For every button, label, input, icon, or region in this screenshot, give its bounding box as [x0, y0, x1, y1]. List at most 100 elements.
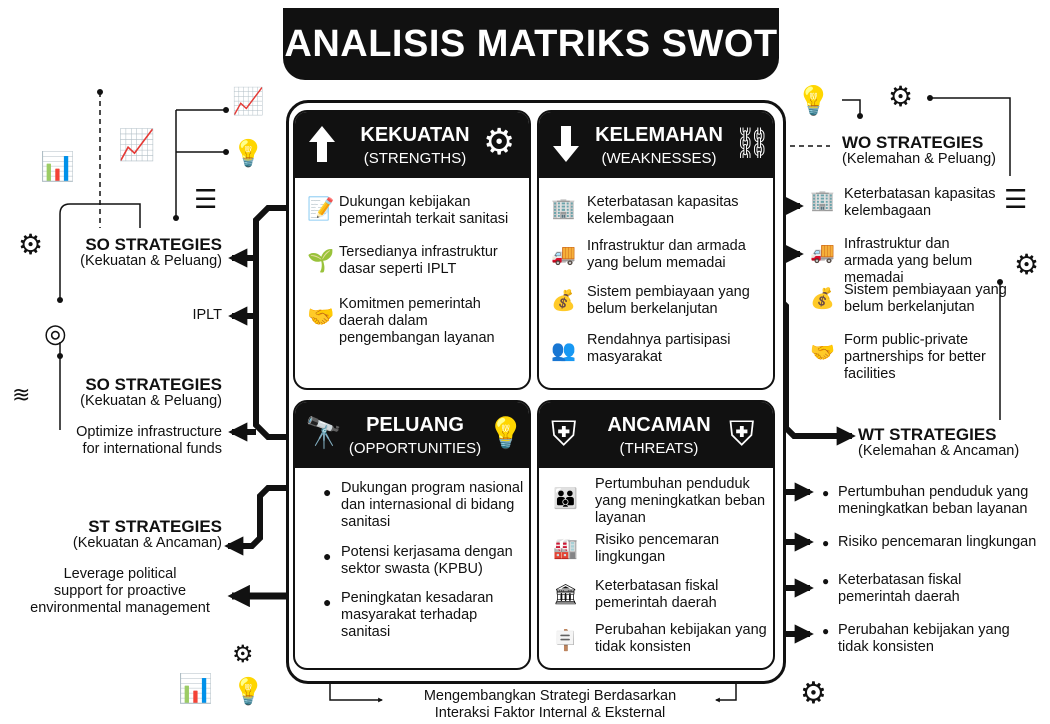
wifi-icon: ≋ — [12, 382, 31, 407]
people-icon: 👥 — [551, 340, 576, 362]
money-bag-icon: 💰 — [810, 288, 835, 310]
bar-chart-icon: 📊 — [40, 151, 75, 182]
bullet-icon: ● — [822, 624, 830, 638]
target-icon: ◎ — [44, 318, 67, 348]
leverage-label: Leverage political support for proactive… — [10, 566, 230, 617]
so-bracket-line — [253, 205, 296, 440]
bullet-icon: ● — [822, 486, 830, 500]
wt-strategies-block: WT STRATEGIES (Kelemahan & Ancaman) — [858, 426, 1038, 460]
page-title: ANALISIS MATRIKS SWOT — [283, 8, 779, 80]
quadrant-strengths: KEKUATAN (STRENGTHS) ⚙ 📝 Dukungan kebija… — [293, 110, 531, 390]
wo-item-3: Sistem pembiayaan yang belum berkelanjut… — [844, 282, 1007, 315]
bullet-icon: ● — [822, 574, 830, 588]
threats-subtitle: (THREATS) — [619, 440, 699, 457]
wt-item-4: Perubahan kebijakan yang tidak konsisten — [838, 622, 1010, 655]
gears-icon: ⚙ — [232, 641, 254, 668]
handshake-icon: 🤝 — [307, 304, 335, 329]
strengths-subtitle: (STRENGTHS) — [363, 150, 467, 167]
footer-caption: Mengembangkan Strategi Berdasarkan Inter… — [380, 688, 720, 722]
bullet-icon: ● — [323, 594, 332, 610]
weakness-item-2: Infrastruktur dan armada yang belum mema… — [587, 238, 746, 271]
wt-strategies-title: WT STRATEGIES — [858, 425, 997, 444]
opportunity-item-3: Peningkatan kesadaran masyarakat terhada… — [341, 590, 494, 640]
bullet-icon: ● — [323, 548, 332, 564]
st-strategies-subtitle: (Kekuatan & Ancaman) — [72, 535, 222, 551]
wo-strategies-title: WO STRATEGIES — [842, 133, 984, 152]
optimize-line: for international funds — [82, 441, 222, 457]
wo-strategies-block: WO STRATEGIES (Kelemahan & Peluang) — [842, 134, 1042, 168]
wo-item-1: Keterbatasan kapasitas kelembagaan — [844, 186, 996, 219]
strengths-title: KEKUATAN — [360, 124, 470, 146]
wt-item-1: Pertumbuhan penduduk yang meningkatkan b… — [838, 484, 1029, 517]
plant-pipe-icon: 🌱 — [307, 248, 335, 273]
weaknesses-header: KELEMAHAN (WEAKNESSES) ⛓ — [539, 112, 773, 178]
so-strategies-subtitle: (Kekuatan & Peluang) — [80, 393, 222, 409]
bullet-icon: ● — [822, 536, 830, 550]
text-lines-icon: ☰ — [194, 184, 218, 214]
truck-icon: 🚚 — [551, 244, 576, 266]
gear-icon: ⚙ — [800, 677, 827, 710]
money-bag-icon: 💰 — [551, 290, 576, 312]
arrow-st — [224, 485, 300, 556]
handshake-icon: 🤝 — [810, 342, 835, 364]
telescope-icon: 🔭 — [305, 417, 343, 450]
opportunities-subtitle: (OPPORTUNITIES) — [348, 440, 482, 457]
quadrant-threats: ⛨ ANCAMAN (THREATS) ⛨ 👪 Pertumbuhan pend… — [537, 400, 775, 670]
wt-item-3: Keterbatasan fiskal pemerintah daerah — [838, 572, 962, 605]
strengths-header: KEKUATAN (STRENGTHS) ⚙ — [295, 112, 529, 178]
so-strategies-title: SO STRATEGIES — [85, 375, 222, 394]
wo-item-2: Infrastruktur dan armada yang belum mema… — [844, 236, 973, 286]
weaknesses-subtitle: (WEAKNESSES) — [601, 150, 717, 167]
optimize-label: Optimize infrastructure for internationa… — [30, 424, 222, 458]
strength-item-1: Dukungan kebijakan pemerintah terkait sa… — [339, 194, 509, 227]
shield-icon: ⛨ — [729, 415, 755, 453]
iplt-label: IPLT — [192, 307, 222, 323]
text-lines-icon: ☰ — [1004, 184, 1028, 214]
lightbulb-icon: 💡 — [796, 85, 831, 116]
quadrant-opportunities: 🔭 PELUANG (OPPORTUNITIES) 💡 ● Dukungan p… — [293, 400, 531, 670]
threat-item-4: Perubahan kebijakan yang tidak konsisten — [595, 622, 767, 655]
wo-strategies-subtitle: (Kelemahan & Peluang) — [842, 151, 996, 167]
org-chart-icon: 🏢 — [810, 190, 835, 212]
dollar-gear-icon: ⚙ — [888, 81, 914, 112]
org-chart-icon: 🏢 — [551, 198, 576, 220]
factory-icon: 🏭 — [553, 538, 578, 560]
leverage-line: support for proactive — [53, 583, 187, 599]
crowd-icon: 👪 — [553, 488, 578, 510]
government-building-icon: 🏛 — [553, 584, 579, 606]
wo-item-4: Form public-private partnerships for bet… — [844, 332, 986, 382]
document-icon: 📝 — [307, 196, 335, 221]
leverage-line: environmental management — [30, 600, 210, 616]
opportunity-item-2: Potensi kerjasama dengan sektor swasta (… — [341, 544, 513, 577]
footer-line: Mengembangkan Strategi Berdasarkan — [423, 688, 677, 704]
wt-item-2: Risiko pencemaran lingkungan — [838, 534, 1037, 550]
lightbulb-icon: 💡 — [232, 676, 265, 706]
lightbulb-icon: 💡 — [232, 138, 265, 168]
footer-line: Interaksi Faktor Internal & Eksternal — [434, 705, 666, 721]
bar-chart-icon: 📈 — [118, 129, 156, 162]
opportunities-header: 🔭 PELUANG (OPPORTUNITIES) 💡 — [295, 402, 529, 468]
arrow-down-icon — [553, 126, 579, 162]
optimize-line: Optimize infrastructure — [76, 424, 222, 440]
strength-item-2: Tersedianya infrastruktur dasar seperti … — [339, 244, 498, 277]
threat-item-2: Risiko pencemaran lingkungan — [595, 532, 720, 565]
leverage-line: Leverage political — [63, 566, 177, 582]
shield-icon: ⛨ — [551, 415, 577, 453]
bar-chart-icon: 📊 — [178, 673, 213, 704]
weaknesses-title: KELEMAHAN — [595, 124, 723, 146]
threats-header: ⛨ ANCAMAN (THREATS) ⛨ — [539, 402, 773, 468]
weakness-item-1: Keterbatasan kapasitas kelembagaan — [587, 194, 739, 227]
st-strategies-title: ST STRATEGIES — [88, 517, 222, 536]
so-strategies-block-1: SO STRATEGIES (Kekuatan & Peluang) — [30, 236, 222, 270]
so-strategies-block-2: SO STRATEGIES (Kekuatan & Peluang) — [30, 376, 222, 410]
wt-strategies-subtitle: (Kelemahan & Ancaman) — [858, 443, 1020, 459]
broken-chain-icon: ⛓ — [733, 127, 772, 160]
arrow-up-icon — [309, 126, 335, 162]
opportunities-title: PELUANG — [366, 414, 464, 436]
lightbulb-icon: 💡 — [487, 417, 525, 450]
truck-icon: 🚚 — [810, 242, 835, 264]
gears-icon: ⚙ — [1014, 249, 1040, 280]
opportunity-item-1: Dukungan program nasional dan internasio… — [341, 480, 524, 530]
signpost-icon: 🪧 — [553, 630, 578, 652]
quadrant-weaknesses: KELEMAHAN (WEAKNESSES) ⛓ 🏢 Keterbatasan … — [537, 110, 775, 390]
